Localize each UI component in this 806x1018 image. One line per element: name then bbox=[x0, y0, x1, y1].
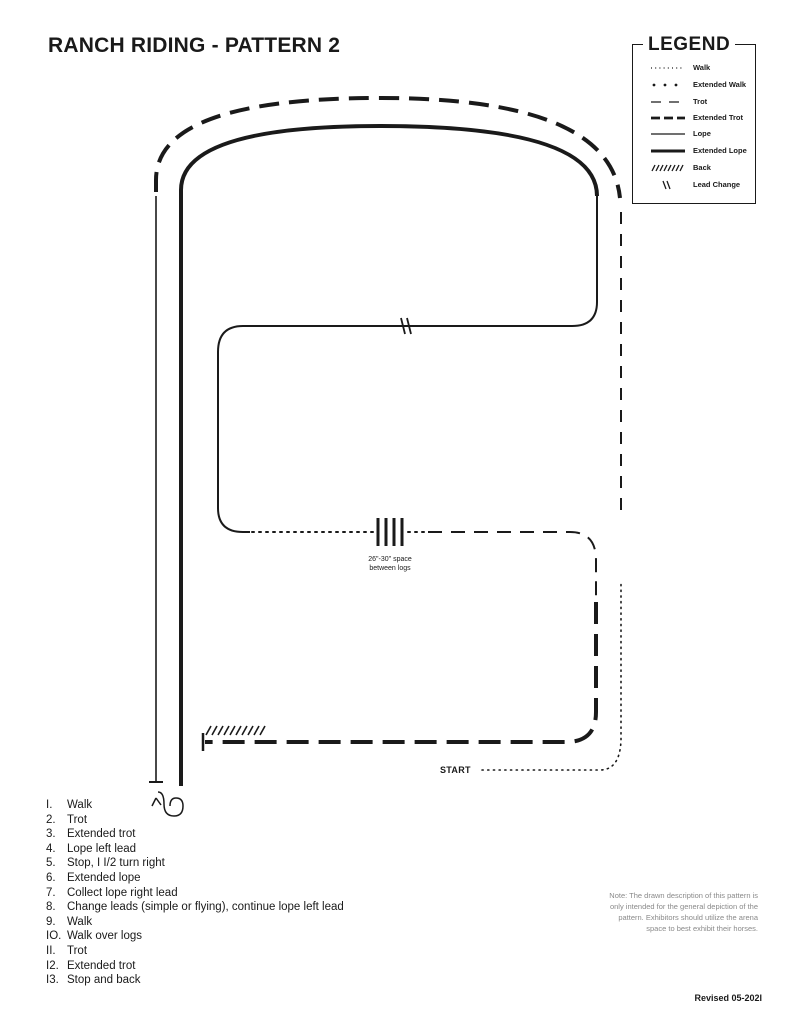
turn-arrow-icon bbox=[151, 797, 162, 807]
step-item: 6.Extended lope bbox=[46, 871, 141, 884]
step-item: 5.Stop, I I/2 turn right bbox=[46, 857, 165, 870]
legend-title: LEGEND bbox=[643, 34, 736, 56]
pattern-title: RANCH RIDING - PATTERN 2 bbox=[48, 34, 341, 57]
step-item: 7.Collect lope right lead bbox=[46, 886, 178, 899]
step-item: 9.Walk bbox=[46, 915, 93, 928]
legend-label-extended-trot: Extended Trot bbox=[693, 113, 744, 122]
lead-change-icon bbox=[662, 180, 671, 190]
walk-start-path bbox=[481, 579, 622, 771]
step-item: 3.Extended trot bbox=[46, 828, 136, 841]
steps-list: I.Walk 2.Trot 3.Extended trot 4.Lope lef… bbox=[46, 798, 344, 988]
step-item: 4.Lope left lead bbox=[46, 842, 137, 855]
legend-label-walk: Walk bbox=[693, 63, 711, 72]
legend-item-trot: Trot bbox=[650, 96, 754, 108]
legend-item-lope: Lope bbox=[650, 128, 754, 140]
step-item: I3.Stop and back bbox=[46, 974, 141, 987]
extended-lope-path bbox=[179, 123, 599, 786]
extended-walk-line-sample bbox=[652, 83, 678, 87]
lope-line-sample bbox=[651, 133, 685, 135]
back-hatch bbox=[205, 725, 266, 736]
legend-label-extended-walk: Extended Walk bbox=[693, 80, 747, 89]
legend-item-back: Back bbox=[650, 162, 754, 174]
logs bbox=[376, 518, 404, 546]
back-line-sample bbox=[651, 164, 684, 172]
trot-path bbox=[428, 531, 597, 600]
extended-lope-line-sample bbox=[651, 149, 685, 153]
step-item: 8.Change leads (simple or flying), conti… bbox=[46, 901, 344, 914]
lead-change-mark bbox=[400, 317, 412, 335]
legend-label-lead-change: Lead Change bbox=[693, 180, 741, 189]
step-item: II.Trot bbox=[46, 944, 88, 957]
logs-spacing-note: 26"-30" space between logs bbox=[368, 556, 412, 572]
legend-label-extended-lope: Extended Lope bbox=[693, 146, 747, 155]
extended-trot-outer-path bbox=[154, 95, 622, 199]
legend-label-trot: Trot bbox=[693, 97, 708, 106]
extended-trot-line-sample bbox=[651, 116, 685, 120]
extended-trot-lower-path bbox=[205, 602, 598, 744]
revised-date: Revised 05-202I bbox=[694, 993, 762, 1003]
step-item: IO.Walk over logs bbox=[46, 930, 142, 943]
lope-path bbox=[217, 196, 598, 533]
turn-spiral bbox=[157, 791, 184, 817]
start-label: START bbox=[440, 765, 471, 775]
disclaimer-note: Note: The drawn description of this patt… bbox=[609, 891, 758, 933]
step-item: 2.Trot bbox=[46, 813, 88, 826]
legend-item-walk: Walk bbox=[650, 62, 754, 74]
legend-item-extended-walk: Extended Walk bbox=[650, 79, 754, 91]
legend-item-extended-lope: Extended Lope bbox=[650, 145, 754, 157]
trot-line-sample bbox=[651, 101, 685, 103]
legend-label-lope: Lope bbox=[693, 129, 711, 138]
legend-item-lead-change: Lead Change bbox=[650, 179, 754, 191]
step-item: I2.Extended trot bbox=[46, 959, 136, 972]
legend-item-extended-trot: Extended Trot bbox=[650, 112, 754, 124]
step-item: I.Walk bbox=[46, 799, 93, 811]
legend-label-back: Back bbox=[693, 163, 711, 172]
